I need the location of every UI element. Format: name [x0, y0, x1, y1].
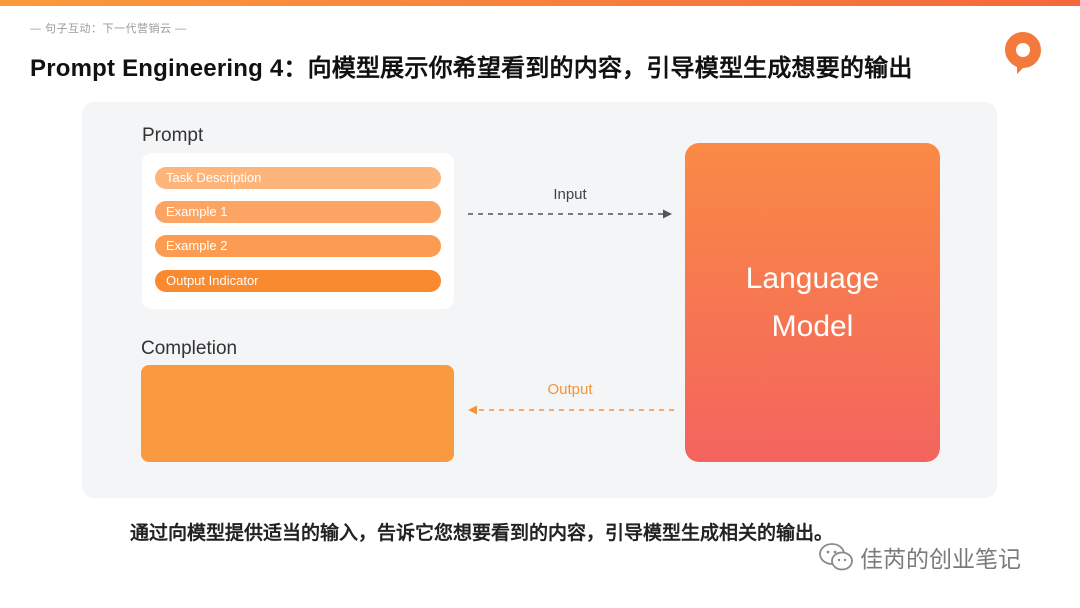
- output-arrow: [468, 405, 674, 415]
- model-label-line-1: Language: [745, 262, 880, 295]
- top-accent-bar: [0, 0, 1080, 6]
- watermark: 佳芮的创业笔记: [818, 540, 1021, 574]
- watermark-text: 佳芮的创业笔记: [860, 546, 1021, 572]
- language-model-box: [685, 143, 940, 462]
- wechat-icon: [819, 543, 853, 571]
- speech-bubble-logo-icon: [1005, 32, 1041, 74]
- header-tagline: — 句子互动：下一代营销云 —: [30, 23, 187, 35]
- page-title: Prompt Engineering 4：向模型展示你希望看到的内容，引导模型生…: [30, 55, 913, 82]
- prompt-item-example-2: Example 2: [155, 235, 441, 257]
- prompt-item-task-description: Task Description: [155, 167, 441, 189]
- completion-label: Completion: [141, 338, 238, 359]
- input-label: Input: [553, 186, 587, 203]
- completion-box: [141, 365, 454, 462]
- prompt-label: Prompt: [142, 125, 204, 146]
- output-label: Output: [547, 381, 593, 398]
- model-label-line-2: Model: [771, 310, 854, 343]
- input-arrow: [468, 209, 672, 219]
- language-model-label: Language Model: [685, 255, 940, 351]
- prompt-item-output-indicator: Output Indicator: [155, 270, 441, 292]
- prompt-item-example-1: Example 1: [155, 201, 441, 223]
- caption-text: 通过向模型提供适当的输入，告诉它您想要看到的内容，引导模型生成相关的输出。: [130, 523, 834, 544]
